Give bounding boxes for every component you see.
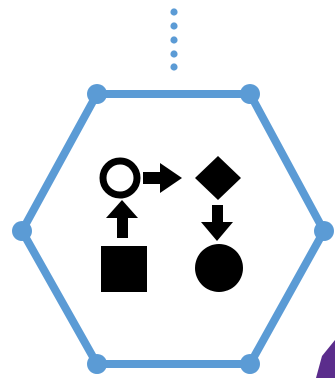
vertex-node: [12, 221, 32, 241]
vertex-node: [87, 354, 107, 374]
arrow-shaft: [212, 205, 223, 225]
arrow-head: [106, 200, 138, 218]
process-flow-icon: [99, 156, 243, 292]
arrow-head: [160, 163, 182, 193]
arrow-down-icon: [201, 205, 233, 241]
vertex-node: [240, 84, 260, 104]
connector-dot: [170, 8, 178, 16]
vertex-node: [240, 354, 260, 374]
process-square-icon: [101, 246, 147, 292]
connector-dot: [170, 50, 178, 58]
connector-dot: [170, 63, 178, 71]
vertex-node: [314, 221, 334, 241]
vertex-node: [87, 84, 107, 104]
hexagon-vertices: [12, 84, 334, 374]
connector-dot: [170, 36, 178, 44]
hexagon-frame: [18, 90, 328, 368]
arrow-shaft: [143, 172, 165, 184]
dotted-connector: [170, 8, 178, 71]
corner-accent: [316, 340, 335, 378]
connector-dot: [170, 22, 178, 30]
start-circle-icon: [99, 157, 141, 199]
arrow-shaft: [117, 216, 128, 238]
arrow-up-icon: [106, 200, 138, 238]
end-circle-icon: [195, 244, 243, 292]
decision-diamond-icon: [195, 156, 241, 200]
arrow-right-icon: [143, 163, 182, 193]
arrow-head: [201, 222, 233, 241]
